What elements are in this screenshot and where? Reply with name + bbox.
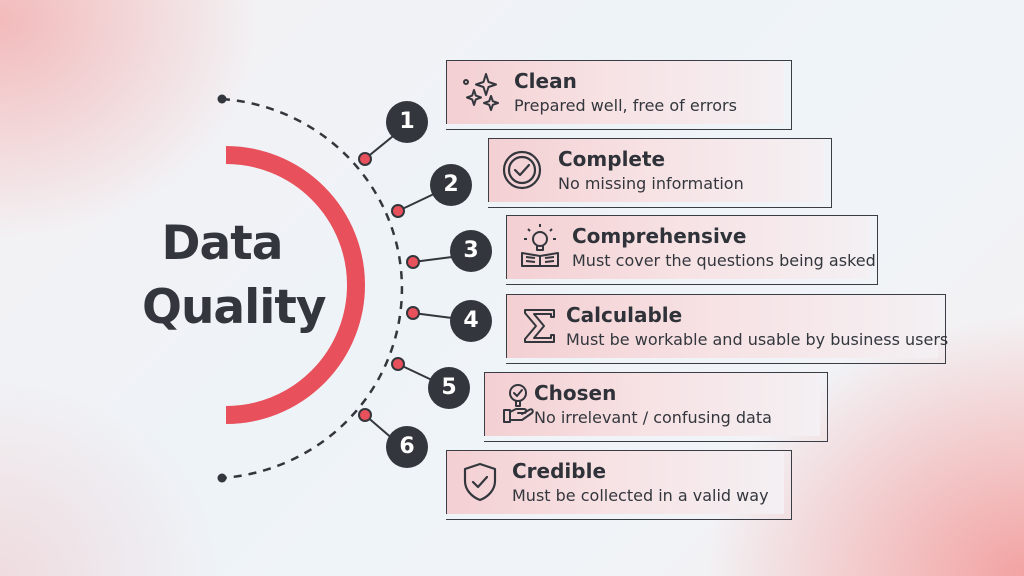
red-arc [225,146,365,424]
card-label-credible: Credible [512,459,607,483]
step-badge-6: 6 [386,426,428,468]
card-desc-clean: Prepared well, free of errors [514,96,737,115]
arc-end-bottom [217,473,227,483]
quality-card-calculable: Calculable Must be workable and usable b… [506,294,948,364]
card-desc-complete: No missing information [558,174,744,193]
arc-dot-4 [406,306,420,320]
arc-dot-2 [391,204,405,218]
connector-2 [397,192,437,212]
step-badge-3: 3 [450,230,492,272]
card-desc-chosen: No irrelevant / confusing data [534,408,772,427]
step-badge-4: 4 [450,300,492,342]
card-label-calculable: Calculable [566,303,683,327]
arc-dot-1 [358,152,372,166]
card-label-clean: Clean [514,69,577,93]
card-label-comprehensive: Comprehensive [572,224,747,248]
arc-dot-3 [406,255,420,269]
quality-card-complete: Complete No missing information [488,138,832,208]
quality-card-clean: Clean Prepared well, free of errors [446,60,792,130]
step-badge-2: 2 [430,164,472,206]
quality-card-chosen: Chosen No irrelevant / confusing data [484,372,828,442]
step-badge-1: 1 [386,101,428,143]
title-line-1: Data [161,216,284,271]
hand-check-icon [503,384,534,423]
diagram-title: Data Quality [142,212,326,340]
arc-dot-5 [391,357,405,371]
sigma-icon [524,309,555,343]
shield-check-icon [463,462,497,502]
card-desc-calculable: Must be workable and usable by business … [566,330,949,349]
quality-card-credible: Credible Must be collected in a valid wa… [446,450,792,520]
check-circle-icon [502,150,542,190]
sparkles-icon [463,73,499,111]
arc-end-top [217,94,227,104]
card-label-complete: Complete [558,147,666,171]
arc-dot-6 [358,408,372,422]
title-line-2: Quality [142,280,326,335]
card-label-chosen: Chosen [534,381,617,405]
idea-book-icon [521,224,559,267]
quality-card-comprehensive: Comprehensive Must cover the questions b… [506,215,878,285]
card-desc-credible: Must be collected in a valid way [512,486,769,505]
step-badge-5: 5 [428,367,470,409]
card-desc-comprehensive: Must cover the questions being asked [572,251,876,270]
dashed-arc [221,97,404,480]
